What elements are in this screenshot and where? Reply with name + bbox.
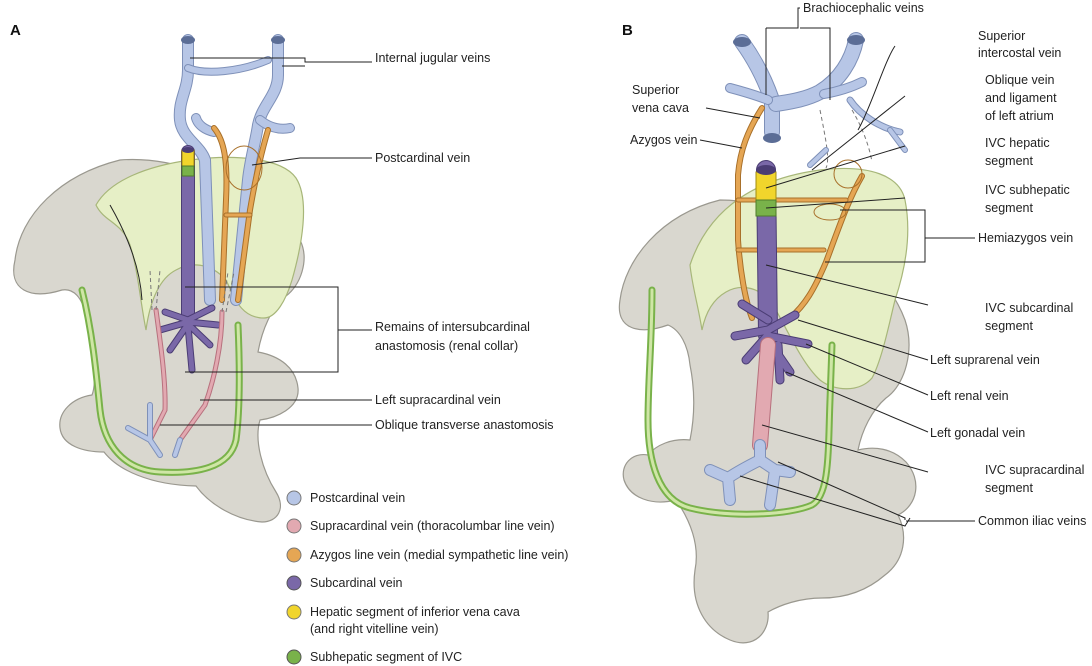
label-hemiazygos: Hemiazygos vein (978, 231, 1073, 245)
label-left-supracardinal: Left supracardinal vein (375, 393, 501, 407)
legend-item-subcardinal: Subcardinal vein (286, 575, 402, 591)
leader-left-gonadal (785, 371, 929, 433)
legend-swatch (286, 490, 302, 506)
gut-loop-a-inner (80, 288, 241, 474)
leader-azygos (699, 139, 743, 149)
mesentery-line-a (109, 204, 143, 301)
leader-ivc-supracardinal (761, 424, 929, 473)
azygos-line-veins-a (211, 125, 271, 303)
label-internal-jugular: Internal jugular veins (375, 51, 490, 65)
label-sup-intercostal-2: intercostal vein (978, 46, 1061, 60)
panel-a-letter: A (10, 22, 21, 39)
legend-label: Subhepatic segment of IVC (310, 650, 462, 664)
label-ivc-subhepatic-2: segment (985, 201, 1033, 215)
leader-ivc-hepatic (765, 145, 906, 189)
legend-item-azygos: Azygos line vein (medial sympathetic lin… (286, 547, 568, 563)
leader-oblique-vein (811, 95, 906, 171)
jugular-end-a-right (271, 36, 285, 44)
label-ivc-hepatic-1: IVC hepatic (985, 136, 1050, 150)
brachiocephalic-end-right (847, 35, 865, 45)
legend-label: Hepatic segment of inferior vena cava (310, 605, 520, 619)
legend-item-hepatic: Hepatic segment of inferior vena cava (a… (286, 604, 520, 636)
iliac-veins-a (125, 402, 183, 458)
legend-swatch (286, 604, 302, 620)
liver-b (689, 167, 909, 390)
legend-label: Postcardinal vein (310, 491, 405, 505)
ivc-b (730, 160, 813, 453)
panel-a: A (10, 22, 554, 523)
legend-label: Azygos line vein (medial sympathetic lin… (310, 548, 568, 562)
legend-label: Subcardinal vein (310, 576, 402, 590)
svc-end (763, 133, 781, 143)
legend-swatch (286, 575, 302, 591)
label-ivc-supracardinal-2: segment (985, 481, 1033, 495)
label-remains-2: anastomosis (renal collar) (375, 339, 518, 353)
leader-postcardinal (251, 157, 372, 166)
legend: Postcardinal vein Supracardinal vein (th… (286, 490, 568, 665)
label-ivc-subhepatic-1: IVC subhepatic (985, 183, 1070, 197)
leader-internal-jugular (190, 57, 372, 63)
label-left-gonadal: Left gonadal vein (930, 426, 1025, 440)
panel-b: B (618, 1, 1086, 644)
leader-brachiocephalic (765, 7, 831, 100)
label-ivc-subcardinal-1: IVC subcardinal (985, 301, 1073, 315)
label-postcardinal: Postcardinal vein (375, 151, 470, 165)
label-oblique-transverse: Oblique transverse anastomosis (375, 418, 554, 432)
label-oblique-3: of left atrium (985, 109, 1054, 123)
legend-label-line2: (and right vitelline vein) (310, 622, 439, 636)
leader-svc (705, 107, 761, 119)
leader-sup-intercostal (857, 45, 896, 131)
legend-swatch (286, 649, 302, 665)
label-oblique-2: and ligament (985, 91, 1057, 105)
label-ivc-subcardinal-2: segment (985, 319, 1033, 333)
label-remains-1: Remains of intersubcardinal (375, 320, 530, 334)
leader-common-iliac (739, 461, 975, 527)
legend-item-subhepatic: Subhepatic segment of IVC (286, 649, 462, 665)
legend-swatch (286, 518, 302, 534)
ivc-hepatic-segment (755, 171, 777, 203)
leader-left-suprarenal (797, 319, 929, 361)
label-left-renal: Left renal vein (930, 389, 1009, 403)
legend-item-postcardinal: Postcardinal vein (286, 490, 405, 506)
supracardinal-veins-a (147, 269, 235, 443)
postcardinal-veins-a (173, 34, 295, 306)
label-azygos: Azygos vein (630, 133, 697, 147)
brachiocephalic-veins-b (725, 32, 908, 169)
label-ivc-supracardinal-1: IVC supracardinal (985, 463, 1084, 477)
label-sup-intercostal-1: Superior (978, 29, 1025, 43)
leader-remains (185, 286, 372, 373)
label-common-iliac: Common iliac veins (978, 514, 1086, 528)
brachiocephalic-end-left (733, 37, 751, 47)
legend-swatch (286, 547, 302, 563)
legend-label: Supracardinal vein (thoracolumbar line v… (310, 519, 555, 533)
label-left-suprarenal: Left suprarenal vein (930, 353, 1040, 367)
label-ivc-hepatic-2: segment (985, 154, 1033, 168)
leader-ivc-subcardinal (765, 264, 929, 306)
leader-hemiazygos (825, 209, 975, 263)
label-svc-2: vena cava (632, 101, 689, 115)
subhepatic-segment-a (181, 165, 195, 177)
label-svc-1: Superior (632, 83, 679, 97)
common-iliac-veins-b (704, 439, 796, 511)
jugular-end-a-left (181, 36, 195, 44)
subcardinal-vein-a (156, 145, 222, 374)
panel-b-letter: B (622, 22, 633, 39)
leader-left-renal (805, 343, 929, 396)
leader-ivc-subhepatic (765, 197, 906, 209)
label-brachiocephalic: Brachiocephalic veins (803, 1, 924, 15)
azygos-system-b (735, 105, 865, 321)
legend-item-supracardinal: Supracardinal vein (thoracolumbar line v… (286, 518, 555, 534)
label-oblique-1: Oblique vein (985, 73, 1055, 87)
